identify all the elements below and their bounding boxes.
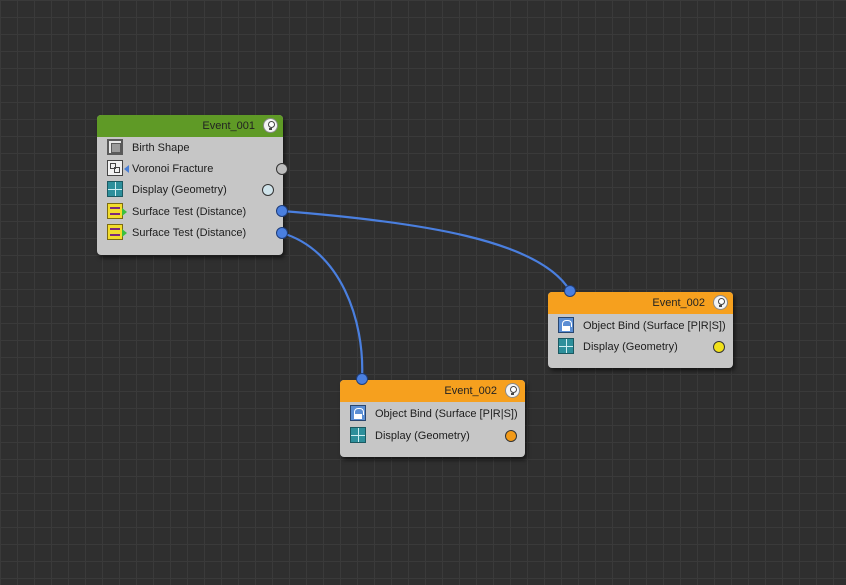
display-color-indicator[interactable] [713,341,725,353]
lightbulb-icon[interactable] [713,295,728,310]
event-002-right-node[interactable]: Event_002 Object Bind (Surface [P|R|S]) … [548,285,733,368]
output-port[interactable] [276,205,288,217]
object-bind-icon [350,405,366,421]
display-geometry-icon [350,427,366,443]
operator-label: Object Bind (Surface [P|R|S]) [583,320,726,332]
lightbulb-icon[interactable] [505,383,520,398]
event-001-node[interactable]: Event_001 Birth Shape Voronoi Fracture D… [97,115,288,255]
operator-row-display-geometry[interactable]: Display (Geometry) [97,180,283,200]
display-geometry-icon [558,338,574,354]
display-geometry-icon [107,181,123,197]
event-001-header[interactable]: Event_001 [97,115,283,137]
output-port[interactable] [276,163,288,175]
birth-shape-icon [107,139,123,155]
operator-label: Display (Geometry) [375,430,470,442]
lightbulb-icon[interactable] [263,118,278,133]
input-arrow-icon [124,165,129,173]
voronoi-fracture-icon [107,160,123,176]
display-color-indicator[interactable] [262,184,274,196]
operator-label: Surface Test (Distance) [132,227,247,239]
operator-row-surface-test-1[interactable]: Surface Test (Distance) [97,202,288,222]
operator-row-display-geometry[interactable]: Display (Geometry) [548,337,733,357]
operator-label: Birth Shape [132,142,190,154]
input-port[interactable] [356,373,368,385]
event-002-bottom-title: Event_002 [444,385,497,397]
object-bind-icon [558,317,574,333]
operator-row-voronoi-fracture[interactable]: Voronoi Fracture [97,159,288,179]
event-002-bottom-node[interactable]: Event_002 Object Bind (Surface [P|R|S]) … [340,373,525,457]
surface-test-icon [107,203,127,219]
surface-test-icon [107,224,127,240]
event-002-right-title: Event_002 [652,297,705,309]
operator-label: Voronoi Fracture [132,163,214,175]
event-002-right-header[interactable]: Event_002 [548,292,733,314]
operator-row-birth-shape[interactable]: Birth Shape [97,138,283,158]
wire-surface-test-1-to-event-002-right[interactable] [281,209,571,292]
operator-label: Object Bind (Surface [P|R|S]) [375,408,518,420]
wire-surface-test-2-to-event-002-bottom[interactable] [281,231,364,380]
operator-label: Display (Geometry) [583,341,678,353]
operator-row-object-bind[interactable]: Object Bind (Surface [P|R|S]) [548,316,733,336]
operator-label: Surface Test (Distance) [132,206,247,218]
operator-label: Display (Geometry) [132,184,227,196]
input-port[interactable] [564,285,576,297]
event-002-bottom-header[interactable]: Event_002 [340,380,525,402]
operator-row-object-bind[interactable]: Object Bind (Surface [P|R|S]) [340,404,525,424]
event-001-title: Event_001 [202,120,255,132]
operator-row-surface-test-2[interactable]: Surface Test (Distance) [97,223,288,243]
display-color-indicator[interactable] [505,430,517,442]
output-port[interactable] [276,227,288,239]
operator-row-display-geometry[interactable]: Display (Geometry) [340,426,525,446]
